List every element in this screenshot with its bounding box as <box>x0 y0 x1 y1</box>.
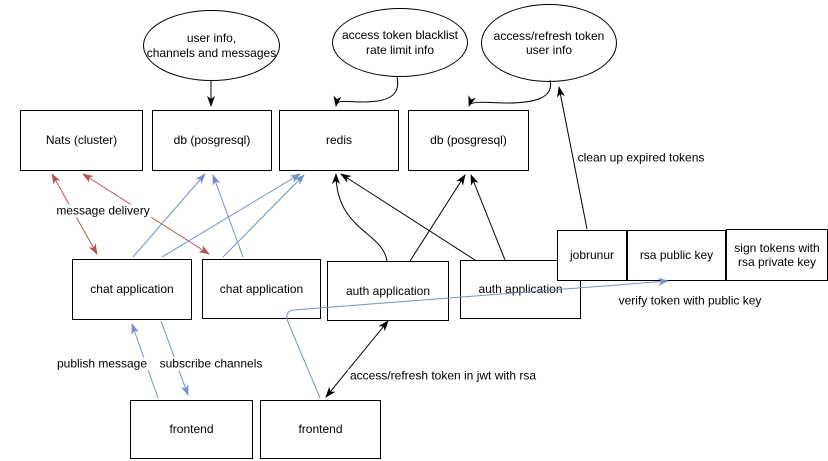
node-rsa-public-key[interactable]: rsa public key <box>627 230 726 281</box>
node-chat-application-2[interactable]: chat application <box>202 259 321 319</box>
datastore-token-blacklist[interactable]: access token blacklist rate limit info <box>332 8 468 77</box>
datastore-refresh-token[interactable]: access/refresh token user info <box>481 4 617 82</box>
node-db-posgresql-1-label: db (posgresql) <box>173 133 251 148</box>
node-redis[interactable]: redis <box>279 110 399 171</box>
node-rsa-public-key-label: rsa public key <box>639 248 714 263</box>
edge-auth2-to-db2 <box>470 174 506 261</box>
edge-chat2-to-redis <box>222 174 305 258</box>
node-sign-tokens-label: sign tokens with rsa private key <box>734 240 820 269</box>
edge-auth1-to-db2 <box>409 174 466 262</box>
edge-label-message-delivery: message delivery <box>54 203 152 218</box>
edge-label-verify-token: verify token with public key <box>616 293 764 308</box>
edge-blacklist-to-redis <box>333 76 399 107</box>
datastore-user-info-line1: user info, <box>186 31 237 46</box>
node-jobrunur-label: jobrunur <box>569 248 615 263</box>
node-auth-application-1-label: auth application <box>345 283 431 298</box>
datastore-refresh-token-line1: access/refresh token <box>493 28 605 43</box>
node-frontend-2[interactable]: frontend <box>260 400 381 459</box>
node-chat-application-2-label: chat application <box>219 281 304 296</box>
node-db-posgresql-2-label: db (posgresql) <box>430 133 507 148</box>
datastore-token-blacklist-line2: rate limit info <box>365 42 435 57</box>
node-chat-application-1-label: chat application <box>90 282 174 297</box>
edge-chat1-to-redis <box>161 173 301 258</box>
node-frontend-2-label: frontend <box>298 422 343 437</box>
datastore-token-blacklist-line1: access token blacklist <box>341 28 459 43</box>
node-jobrunur[interactable]: jobrunur <box>557 230 627 281</box>
node-db-posgresql-2[interactable]: db (posgresql) <box>408 110 529 171</box>
node-sign-tokens[interactable]: sign tokens with rsa private key <box>726 229 828 281</box>
datastore-user-info[interactable]: user info, channels and messages <box>143 10 280 81</box>
edge-label-jwt-rsa: access/refresh token in jwt with rsa <box>347 368 539 383</box>
edge-chat2-to-db1 <box>212 174 244 258</box>
datastore-user-info-line2: channels and messages <box>146 45 277 60</box>
node-chat-application-1[interactable]: chat application <box>72 259 192 320</box>
node-frontend-1-label: frontend <box>169 422 214 437</box>
node-redis-label: redis <box>325 133 352 148</box>
edge-auth1-to-redis <box>332 173 388 262</box>
node-frontend-1[interactable]: frontend <box>130 400 253 459</box>
node-auth-application-2-label: auth application <box>478 282 563 297</box>
datastore-refresh-token-line2: user info <box>525 43 573 57</box>
edge-label-publish-message: publish message <box>54 356 150 371</box>
edge-auth2-to-redis <box>340 173 476 261</box>
node-db-posgresql-1[interactable]: db (posgresql) <box>152 110 272 171</box>
edge-refreshtoken-to-db2 <box>468 79 552 107</box>
node-auth-application-1[interactable]: auth application <box>327 261 449 321</box>
node-nats-cluster[interactable]: Nats (cluster) <box>20 110 143 171</box>
edge-label-clean-up: clean up expired tokens <box>575 150 707 165</box>
node-nats-cluster-label: Nats (cluster) <box>45 133 118 148</box>
edge-label-subscribe-channels: subscribe channels <box>157 356 265 371</box>
edge-auth1-frontend2-jwt <box>325 320 389 398</box>
